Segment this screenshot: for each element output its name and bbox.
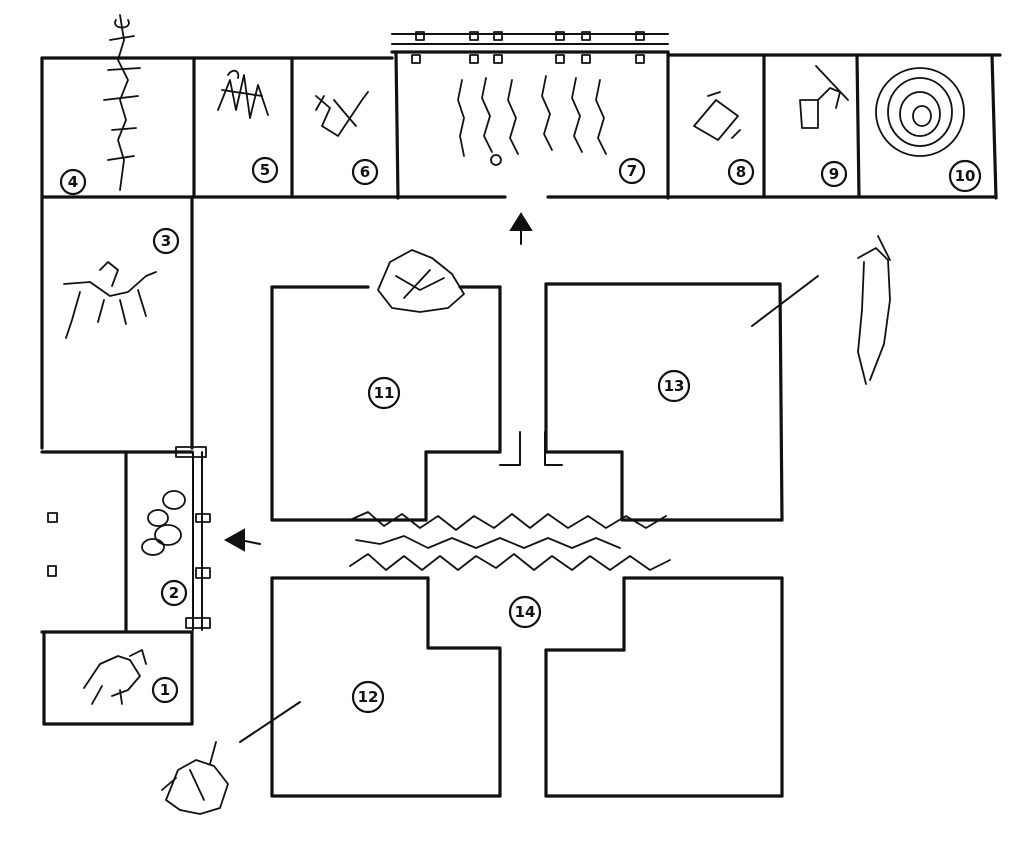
room-3-marker: 3 <box>152 227 180 255</box>
post-icon <box>493 31 503 41</box>
room-number-ring <box>152 227 180 255</box>
room-number: 13 <box>664 377 685 395</box>
room-number-ring <box>727 158 755 186</box>
room-6-marker: 6 <box>351 158 379 186</box>
room-number-ring <box>151 676 179 704</box>
room-8-marker: 8 <box>727 158 755 186</box>
stones-drawing <box>141 490 186 556</box>
left-wing-walls <box>40 196 194 726</box>
room-number-ring <box>351 680 385 714</box>
post-icon <box>635 54 645 64</box>
window-icon <box>47 512 58 523</box>
room-number-ring <box>351 158 379 186</box>
room-5-marker: 5 <box>251 156 279 184</box>
room-4-marker: 4 <box>59 168 87 196</box>
room-number-ring <box>948 159 982 193</box>
top-wing-walls <box>40 50 1002 200</box>
figure-pile-11 <box>377 249 465 313</box>
figure-chorus-7 <box>457 75 607 166</box>
figure-dancers-5 <box>217 69 269 119</box>
room-12-marker: 12 <box>351 680 385 714</box>
room-number: 9 <box>829 165 839 183</box>
block-15 <box>544 576 784 798</box>
arrow-up-icon <box>509 212 533 245</box>
post-icon <box>411 54 421 64</box>
room-2-marker: 2 <box>160 579 188 607</box>
balcony-rail <box>391 31 669 64</box>
figure-crouching-1 <box>83 649 147 705</box>
room-number-ring <box>160 579 188 607</box>
room-number: 10 <box>955 167 976 185</box>
room-number-ring <box>367 376 401 410</box>
leader-line <box>751 275 819 327</box>
room-number-ring <box>820 160 848 188</box>
post-icon <box>555 31 565 41</box>
figure-spear-9 <box>799 65 849 129</box>
gate-door <box>175 446 211 631</box>
room-10-marker: 10 <box>948 159 982 193</box>
room-number-ring <box>618 157 646 185</box>
room-number: 4 <box>68 173 78 191</box>
post-icon <box>415 31 425 41</box>
block-14-cross <box>424 431 626 652</box>
room-number: 11 <box>374 384 395 402</box>
room-number: 2 <box>169 584 179 602</box>
room-number: 3 <box>161 232 171 250</box>
room-number: 14 <box>515 603 536 621</box>
window-icon <box>47 565 57 577</box>
post-icon <box>493 54 503 64</box>
post-icon <box>555 54 565 64</box>
figure-horse-rider-3 <box>63 261 157 339</box>
post-icon <box>635 31 645 41</box>
block-13 <box>544 282 784 522</box>
room-7-marker: 7 <box>618 157 646 185</box>
room-number: 8 <box>736 163 746 181</box>
room-number: 5 <box>260 161 270 179</box>
room-number-ring <box>59 168 87 196</box>
figure-standing-13 <box>751 235 891 385</box>
room-1-marker: 1 <box>151 676 179 704</box>
room-13-marker: 13 <box>657 369 691 403</box>
block-11 <box>270 285 502 522</box>
room-number-ring <box>657 369 691 403</box>
figure-spiral-10 <box>875 67 965 157</box>
post-icon <box>581 31 591 41</box>
room-11-marker: 11 <box>367 376 401 410</box>
post-icon <box>581 54 591 64</box>
room-9-marker: 9 <box>820 160 848 188</box>
figure-procession-14 <box>349 511 671 571</box>
block-12 <box>270 576 502 798</box>
arrow-left-icon <box>223 528 261 552</box>
figure-acrobat-6 <box>315 91 369 137</box>
room-number: 1 <box>160 681 170 699</box>
post-icon <box>469 31 479 41</box>
post-icon <box>469 54 479 64</box>
figure-tall-plant-4 <box>103 14 141 191</box>
room-number: 6 <box>360 163 370 181</box>
room-number: 7 <box>627 162 637 180</box>
leader-line <box>239 701 301 743</box>
room-14-marker: 14 <box>508 595 542 629</box>
room-number-ring <box>251 156 279 184</box>
room-number-ring <box>508 595 542 629</box>
room-number: 12 <box>358 688 379 706</box>
figure-pair-12 <box>161 701 301 815</box>
figure-object-8 <box>693 91 741 141</box>
